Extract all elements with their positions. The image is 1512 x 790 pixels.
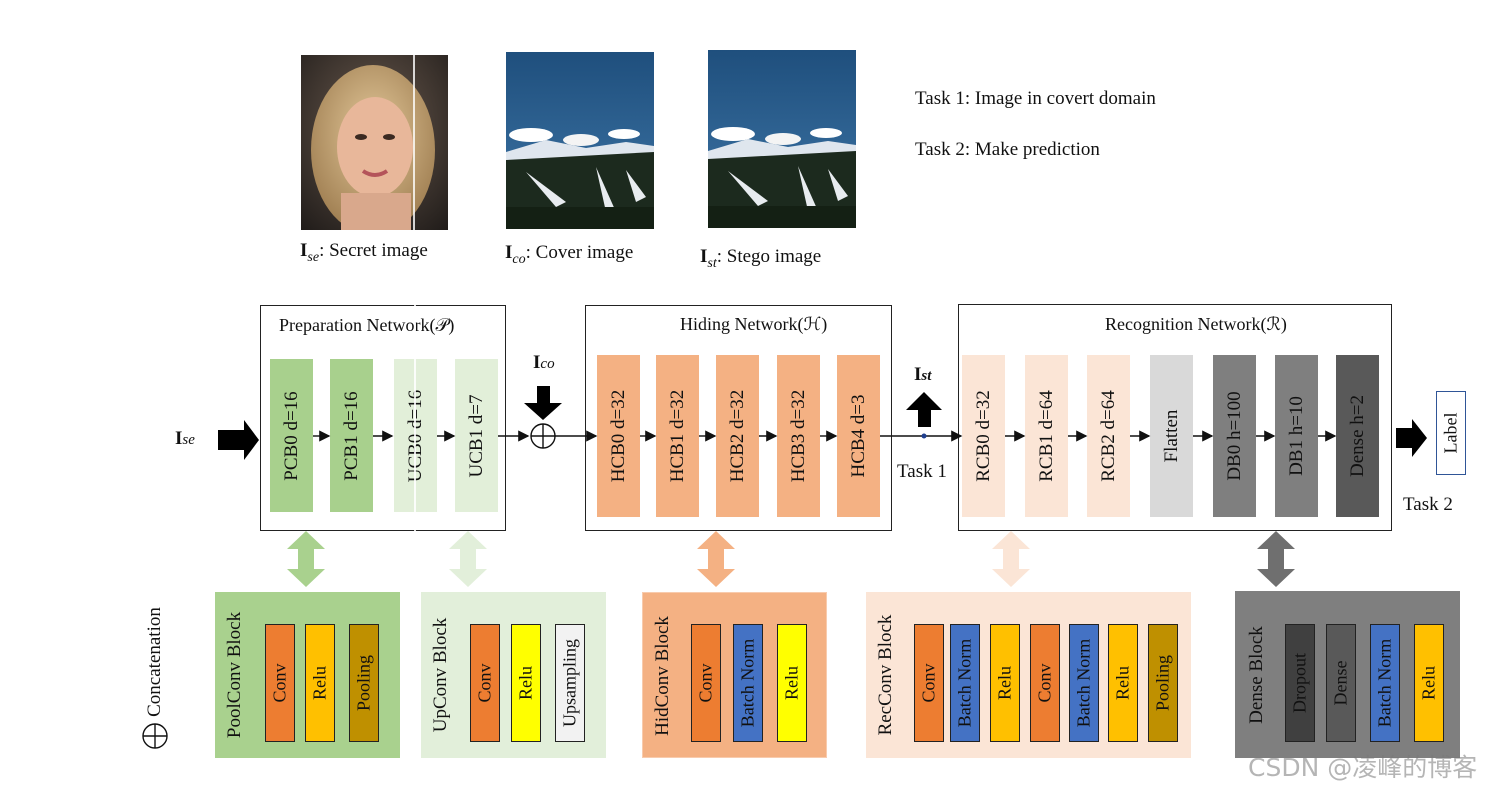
hidconv-panel: HidConv Block Conv Batch Norm Relu <box>642 592 827 758</box>
ico-input-arrow <box>524 386 562 420</box>
hcb4-block: HCB4 d=3 <box>837 355 880 517</box>
hcb0-block: HCB0 d=32 <box>597 355 640 517</box>
preparation-network-title: Preparation Network(𝒫) <box>279 315 455 335</box>
ise-label: Ise <box>175 428 195 449</box>
concat-circle <box>530 423 556 449</box>
prep-split-line <box>414 305 416 531</box>
image-split-line <box>413 55 415 230</box>
recognition-network-title: Recognition Network(ℛ) <box>1105 314 1287 334</box>
upconv-cell-relu: Relu <box>511 624 541 742</box>
dense-cell-relu: Relu <box>1414 624 1444 742</box>
hcb3-block: HCB3 d=32 <box>777 355 820 517</box>
upconv-panel: UpConv Block Conv Relu Upsampling <box>421 592 606 758</box>
hiding-network-title: Hiding Network(ℋ) <box>680 314 828 334</box>
flatten-block: Flatten <box>1150 355 1193 517</box>
dense-link-arrow <box>1257 531 1295 587</box>
dense-cell-dense: Dense <box>1326 624 1356 742</box>
task1-flow-label: Task 1 <box>897 461 947 482</box>
rcb2-block: RCB2 d=64 <box>1087 355 1130 517</box>
pcb1-block: PCB1 d=16 <box>330 359 373 512</box>
db1-block: DB1 h=10 <box>1275 355 1318 517</box>
label-output-arrow <box>1396 419 1427 457</box>
task1-description: Task 1: Image in covert domain <box>915 88 1156 109</box>
ist-label: Ist <box>914 364 932 385</box>
csdn-watermark: CSDN @凌峰的博客 <box>1248 753 1478 782</box>
dense-panel-title: Dense Block <box>1246 625 1267 724</box>
poolconv-panel: PoolConv Block Conv Relu Pooling <box>215 592 400 758</box>
recconv-panel-title: RecConv Block <box>875 614 896 736</box>
recconv-panel: RecConv Block Conv Batch Norm Relu Conv … <box>866 592 1191 758</box>
recconv-cell-batchnorm-1: Batch Norm <box>950 624 980 742</box>
recconv-cell-batchnorm-2: Batch Norm <box>1069 624 1099 742</box>
hidconv-cell-relu: Relu <box>777 624 807 742</box>
stego-image <box>708 50 856 228</box>
task2-description: Task 2: Make prediction <box>915 139 1100 160</box>
ise-input-arrow <box>218 420 259 460</box>
cover-image-caption: Ico: Cover image <box>505 242 634 267</box>
hidconv-panel-title: HidConv Block <box>652 616 673 736</box>
concat-legend-symbol <box>142 723 168 749</box>
dense-cell-batchnorm: Batch Norm <box>1370 624 1400 742</box>
task2-flow-label: Task 2 <box>1403 494 1453 515</box>
dense-cell-dropout: Dropout <box>1285 624 1315 742</box>
recconv-cell-relu-2: Relu <box>1108 624 1138 742</box>
recconv-link-arrow <box>992 531 1030 587</box>
ucb1-block: UCB1 d=7 <box>455 359 498 512</box>
db0-block: DB0 h=100 <box>1213 355 1256 517</box>
stego-image-caption: Ist: Stego image <box>700 246 822 271</box>
recconv-cell-conv-1: Conv <box>914 624 944 742</box>
ist-output-arrow <box>906 392 942 427</box>
upconv-cell-conv: Conv <box>470 624 500 742</box>
dense-panel: Dense Block Dropout Dense Batch Norm Rel… <box>1235 591 1460 758</box>
label-box: Label <box>1436 391 1466 475</box>
rcb1-block: RCB1 d=64 <box>1025 355 1068 517</box>
secret-image-caption: Ise: Secret image <box>300 240 428 265</box>
poolconv-link-arrow <box>287 531 325 587</box>
cover-image <box>506 52 654 229</box>
dense-block: Dense h=2 <box>1336 355 1379 517</box>
recconv-cell-relu-1: Relu <box>990 624 1020 742</box>
poolconv-cell-pooling: Pooling <box>349 624 379 742</box>
poolconv-cell-conv: Conv <box>265 624 295 742</box>
pcb0-block: PCB0 d=16 <box>270 359 313 512</box>
hidconv-link-arrow <box>697 531 735 587</box>
upconv-link-arrow <box>449 531 487 587</box>
hidconv-cell-batchnorm: Batch Norm <box>733 624 763 742</box>
concat-legend: Concatenation <box>130 590 180 755</box>
poolconv-cell-relu: Relu <box>305 624 335 742</box>
poolconv-panel-title: PoolConv Block <box>224 611 245 739</box>
ico-label: Ico <box>533 352 555 373</box>
rcb0-block: RCB0 d=32 <box>962 355 1005 517</box>
secret-image <box>301 55 448 230</box>
recconv-cell-conv-2: Conv <box>1030 624 1060 742</box>
recconv-cell-pooling: Pooling <box>1148 624 1178 742</box>
hidconv-cell-conv: Conv <box>691 624 721 742</box>
hcb2-block: HCB2 d=32 <box>716 355 759 517</box>
upconv-panel-title: UpConv Block <box>430 617 451 733</box>
upconv-cell-upsampling: Upsampling <box>555 624 585 742</box>
hcb1-block: HCB1 d=32 <box>656 355 699 517</box>
